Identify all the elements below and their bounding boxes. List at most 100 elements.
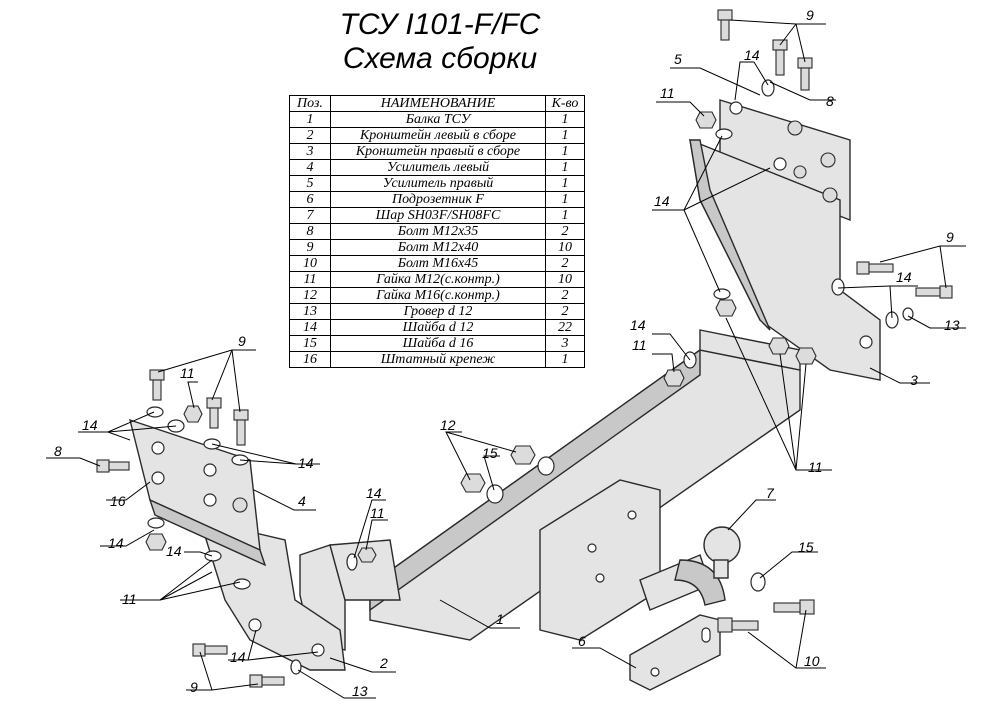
washer-icon — [831, 278, 845, 296]
right-bracket — [689, 99, 881, 381]
washer-icon — [204, 550, 222, 562]
washer-icon — [147, 517, 165, 529]
washer-icon — [486, 484, 504, 504]
callout-label: 2 — [379, 655, 388, 671]
callout-label: 11 — [122, 591, 137, 607]
left-bracket — [198, 519, 346, 671]
callout-label: 9 — [190, 679, 198, 695]
bolt-icon — [797, 57, 813, 91]
bolt-icon — [772, 39, 788, 76]
callout-label: 6 — [578, 633, 586, 649]
callout-label: 14 — [230, 649, 246, 665]
callout-label: 11 — [180, 365, 195, 381]
bolt-icon — [249, 674, 285, 688]
callout-label: 14 — [82, 417, 98, 433]
tow-ball — [639, 526, 741, 611]
row-name: Болт М12х40 — [330, 239, 546, 256]
callout-label: 11 — [660, 85, 675, 101]
row-name: Штатный крепеж — [330, 351, 546, 368]
callout-label: 10 — [804, 653, 820, 669]
bolt-icon — [233, 409, 249, 446]
callout-label: 14 — [298, 455, 314, 471]
nut-icon — [460, 473, 486, 493]
callout-label: 15 — [798, 539, 814, 555]
bolt-icon — [717, 9, 733, 41]
washer-icon — [713, 288, 731, 300]
nut-icon — [663, 369, 685, 387]
callout-label: 11 — [370, 505, 385, 521]
callout-labels: 9 14 5 8 11 14 9 14 13 3 14 11 11 9 11 1… — [54, 7, 960, 699]
bolt-icon — [915, 285, 953, 299]
diagram-subtitle: Схема сборки — [342, 42, 538, 75]
washer-icon — [290, 659, 302, 675]
washer-icon — [715, 128, 733, 140]
callout-label: 14 — [366, 485, 382, 501]
callout-label: 12 — [440, 417, 456, 433]
nut-icon — [715, 299, 737, 317]
washer-icon — [346, 553, 358, 571]
callout-label: 14 — [654, 193, 670, 209]
washer-icon — [750, 572, 766, 592]
callout-label: 9 — [238, 333, 246, 349]
bolt-icon — [192, 643, 228, 657]
nut-icon — [183, 405, 203, 423]
socket-plate — [629, 614, 721, 691]
bolt-icon — [96, 459, 130, 473]
row-qty: 2 — [545, 255, 585, 272]
nuts — [145, 111, 817, 563]
nut-icon — [695, 111, 717, 129]
nut-icon — [357, 547, 377, 563]
callout-label: 7 — [766, 485, 775, 501]
row-qty: 1 — [545, 351, 585, 368]
callout-label: 14 — [108, 535, 124, 551]
bolt-icon — [773, 599, 815, 615]
nut-icon — [768, 337, 790, 355]
callout-label: 13 — [352, 683, 368, 699]
row-name: Шайба d 16 — [330, 335, 546, 352]
callout-label: 11 — [632, 337, 647, 353]
row-name: Шайба d 12 — [330, 319, 546, 336]
callout-label: 14 — [896, 269, 912, 285]
row-name: Усилитель левый — [330, 159, 546, 176]
callout-label: 8 — [826, 93, 834, 109]
tow-beam — [369, 329, 801, 641]
callout-label: 5 — [674, 51, 682, 67]
left-reinforcement — [129, 418, 267, 567]
row-name: Подрозетник F — [330, 191, 546, 208]
washer-icon — [146, 406, 164, 418]
callout-label: 8 — [54, 443, 62, 459]
row-name: Гайка М16(с.контр.) — [330, 287, 546, 304]
row-pos: 12 — [289, 287, 331, 304]
bolt-icon — [206, 397, 222, 429]
bolts — [96, 9, 953, 688]
nut-icon — [795, 347, 817, 365]
callout-label: 14 — [166, 543, 182, 559]
diagram-title: ТСУ I101-F/FC — [339, 8, 541, 41]
washer-icon — [761, 79, 775, 97]
row-name: Гайка М12(с.контр.) — [330, 271, 546, 288]
bolt-icon — [717, 617, 759, 633]
callout-label: 14 — [744, 47, 760, 63]
row-name: Кронштейн левый в сборе — [330, 127, 546, 144]
washer-icon — [537, 456, 555, 476]
callout-label: 14 — [630, 317, 646, 333]
callout-label: 13 — [944, 317, 960, 333]
callout-label: 16 — [110, 493, 126, 509]
nut-icon — [145, 533, 167, 551]
callout-label: 3 — [910, 372, 918, 388]
header-pos: Поз. — [289, 95, 331, 112]
row-name: Усилитель правый — [330, 175, 546, 192]
bolt-icon — [856, 261, 894, 275]
